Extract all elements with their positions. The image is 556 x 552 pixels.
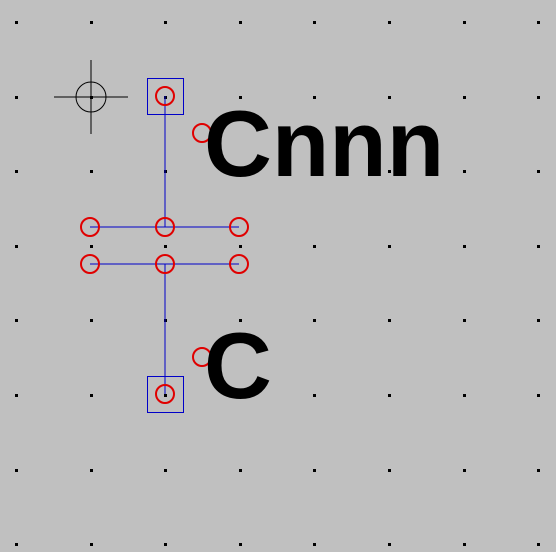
- pin-handle-bottom[interactable]: [155, 384, 175, 404]
- grid-dot: [388, 543, 391, 546]
- grid-dot: [239, 394, 242, 397]
- grid-dot: [90, 543, 93, 546]
- grid-dot: [313, 170, 316, 173]
- grid-dot: [537, 245, 540, 248]
- grid-dot: [463, 170, 466, 173]
- plate-handle-top-center[interactable]: [155, 217, 175, 237]
- grid-dot: [537, 319, 540, 322]
- grid-dot: [239, 469, 242, 472]
- grid-dot: [239, 96, 242, 99]
- grid-dot: [239, 21, 242, 24]
- grid-dot: [90, 245, 93, 248]
- grid-dot: [239, 245, 242, 248]
- grid-dot: [164, 543, 167, 546]
- grid-dot: [463, 319, 466, 322]
- pin-box-top[interactable]: [147, 78, 184, 115]
- grid-dot: [537, 170, 540, 173]
- grid-dot: [537, 469, 540, 472]
- grid-dot: [388, 319, 391, 322]
- grid-dot: [463, 394, 466, 397]
- value-label[interactable]: C: [204, 313, 272, 418]
- grid-dot: [463, 245, 466, 248]
- grid-dot: [15, 170, 18, 173]
- plate-handle-top-right[interactable]: [229, 217, 249, 237]
- plate-handle-bottom-right[interactable]: [229, 254, 249, 274]
- grid-dot: [537, 543, 540, 546]
- grid-dot: [90, 394, 93, 397]
- ref-label-handle[interactable]: [192, 123, 212, 143]
- grid-dot: [313, 96, 316, 99]
- pin-box-bottom[interactable]: [147, 376, 184, 413]
- plate-handle-bottom-left[interactable]: [80, 254, 100, 274]
- grid-dot: [313, 469, 316, 472]
- plate-handle-bottom-center[interactable]: [155, 254, 175, 274]
- grid-dot: [15, 469, 18, 472]
- grid-dot: [388, 469, 391, 472]
- value-label-handle[interactable]: [192, 347, 212, 367]
- grid-dot: [313, 245, 316, 248]
- grid-dot: [388, 394, 391, 397]
- grid-dot: [388, 21, 391, 24]
- plate-handle-top-left[interactable]: [80, 217, 100, 237]
- grid-dot: [164, 245, 167, 248]
- origin-crosshair-icon: [54, 60, 128, 134]
- grid-dot: [313, 319, 316, 322]
- grid-dot: [388, 245, 391, 248]
- ref-label[interactable]: Cnnn: [204, 91, 444, 196]
- grid-dot: [239, 543, 242, 546]
- grid-dot: [313, 21, 316, 24]
- grid-dot: [90, 170, 93, 173]
- grid-dot: [15, 319, 18, 322]
- pin-handle-top[interactable]: [155, 86, 175, 106]
- grid-dot: [463, 21, 466, 24]
- grid-dot: [164, 394, 167, 397]
- grid-dot: [90, 21, 93, 24]
- grid-dot: [388, 96, 391, 99]
- selection-handles[interactable]: [80, 86, 249, 404]
- grid-dot: [537, 394, 540, 397]
- capacitor-symbol[interactable]: [90, 96, 239, 394]
- grid-dot: [15, 543, 18, 546]
- grid-dot: [239, 319, 242, 322]
- grid-dot: [164, 469, 167, 472]
- grid-dot: [90, 469, 93, 472]
- grid-dot: [239, 170, 242, 173]
- grid-dot: [15, 96, 18, 99]
- grid-dot: [164, 21, 167, 24]
- grid-dot: [388, 170, 391, 173]
- grid-dot: [15, 245, 18, 248]
- grid-dot: [463, 469, 466, 472]
- grid-dots: [15, 21, 540, 546]
- grid-dot: [537, 21, 540, 24]
- grid-dot: [463, 96, 466, 99]
- grid-dot: [90, 319, 93, 322]
- grid-dot: [313, 543, 316, 546]
- grid-dot: [15, 394, 18, 397]
- grid-dot: [463, 543, 466, 546]
- grid-dot: [537, 96, 540, 99]
- grid-dot: [313, 394, 316, 397]
- grid-dot: [15, 21, 18, 24]
